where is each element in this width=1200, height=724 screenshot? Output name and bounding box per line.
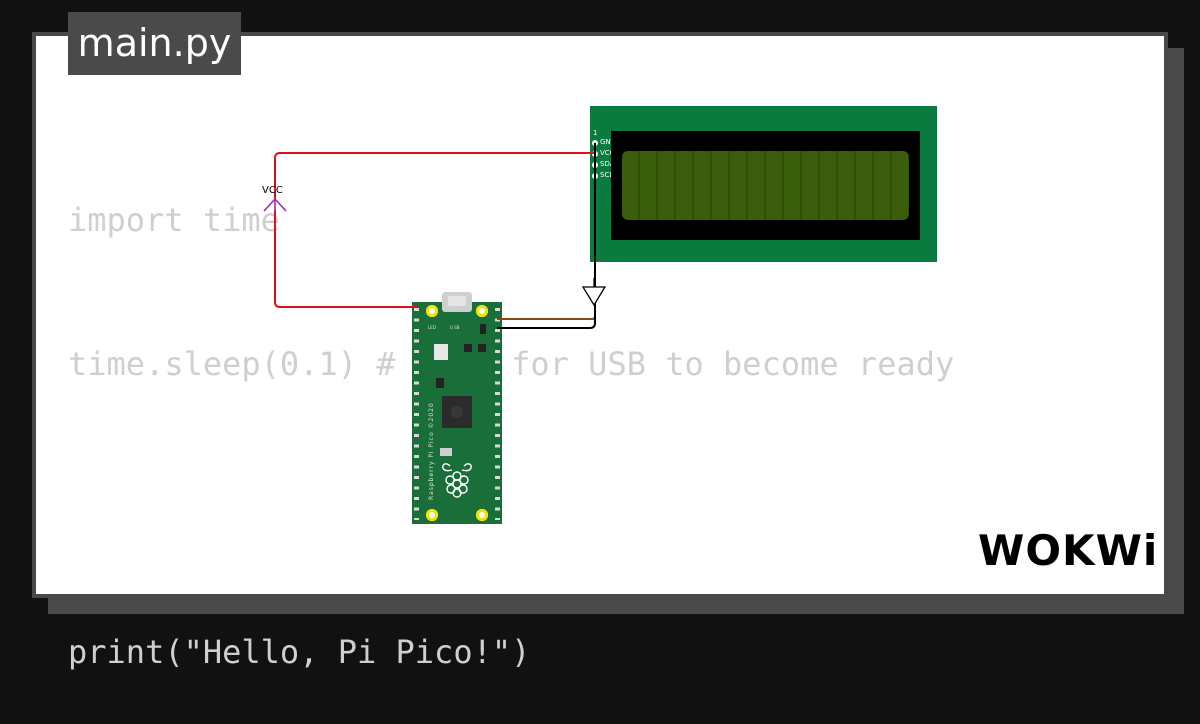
- flash-chip: [440, 448, 452, 456]
- lcd-screen: [622, 151, 909, 220]
- ground-symbol-icon: [581, 278, 607, 307]
- lcd1602-module[interactable]: 1 GND VCC SDA SCL: [590, 106, 937, 262]
- pin-hole-icon: [592, 139, 598, 146]
- pico-right-pin-row: [495, 308, 500, 520]
- mount-hole-icon: [476, 509, 488, 521]
- lcd-pin-gnd[interactable]: GND: [592, 137, 616, 148]
- smd-component: [480, 324, 486, 334]
- mount-hole-icon: [426, 509, 438, 521]
- code-line: import time: [68, 201, 280, 239]
- usb-label: U SB: [450, 325, 460, 330]
- led-label: LED: [428, 325, 436, 330]
- code-line: print("Hello, Pi Pico!"): [68, 633, 531, 671]
- smd-component: [464, 344, 472, 352]
- raspberry-pi-pico[interactable]: LED U SB Raspberry Pi Pico ©2020: [412, 292, 502, 524]
- vcc-label: VCC: [262, 185, 283, 196]
- bootsel-button[interactable]: [434, 344, 448, 360]
- wire-sda[interactable]: [497, 315, 596, 320]
- pico-left-pin-row: [414, 308, 419, 520]
- smd-component: [436, 378, 444, 388]
- wokwi-logo: WOKWi: [978, 526, 1159, 575]
- vcc-marker-icon: [263, 197, 287, 212]
- wire-vcc[interactable]: [274, 210, 418, 308]
- file-tab[interactable]: main.py: [68, 12, 241, 75]
- wire-vcc-to-lcd[interactable]: [274, 152, 596, 199]
- wire-gnd[interactable]: [497, 143, 596, 329]
- wiring-layer: [263, 143, 607, 329]
- rp2040-chip: [442, 396, 472, 428]
- lcd-bezel: [611, 131, 920, 240]
- lcd-pin-one-label: 1: [593, 129, 598, 137]
- raspberry-logo-icon: [442, 463, 472, 498]
- mount-hole-icon: [426, 305, 438, 317]
- smd-component: [478, 344, 486, 352]
- mount-hole-icon: [476, 305, 488, 317]
- usb-port-icon: [442, 292, 472, 312]
